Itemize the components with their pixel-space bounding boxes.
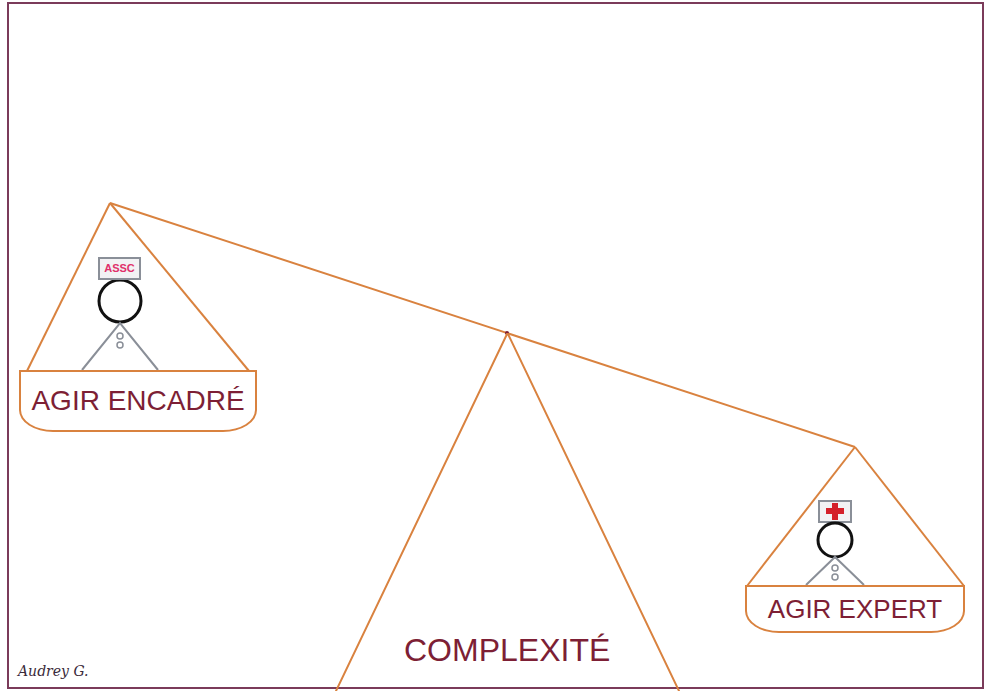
node-text: AGIR EXPERT	[768, 595, 942, 624]
figure-button	[832, 574, 838, 580]
figure-button	[832, 565, 838, 571]
right-pan: AGIR EXPERT	[745, 585, 965, 633]
node-text: COMPLEXITÉ	[404, 633, 610, 668]
hat-label: ASSC	[98, 257, 141, 280]
figure-head	[818, 523, 852, 557]
node-text: AGIR ENCADRÉ	[31, 386, 244, 417]
hanger-line	[747, 447, 855, 586]
figure-body	[806, 557, 864, 585]
hanger-line	[27, 203, 110, 371]
left-pan: AGIR ENCADRÉ	[19, 370, 257, 432]
frame	[8, 3, 983, 688]
figure-button	[117, 342, 123, 348]
figure-head	[99, 280, 141, 322]
nurse-hat	[819, 501, 851, 522]
hanger-line	[855, 447, 964, 586]
figure-button	[117, 333, 123, 339]
fulcrum-outline	[335, 333, 680, 691]
hanger-line	[110, 203, 249, 371]
fulcrum-triangle: COMPLEXITÉ	[335, 333, 680, 691]
signature: Audrey G.	[18, 664, 89, 679]
red-cross	[826, 508, 844, 514]
figure-body	[82, 323, 158, 370]
